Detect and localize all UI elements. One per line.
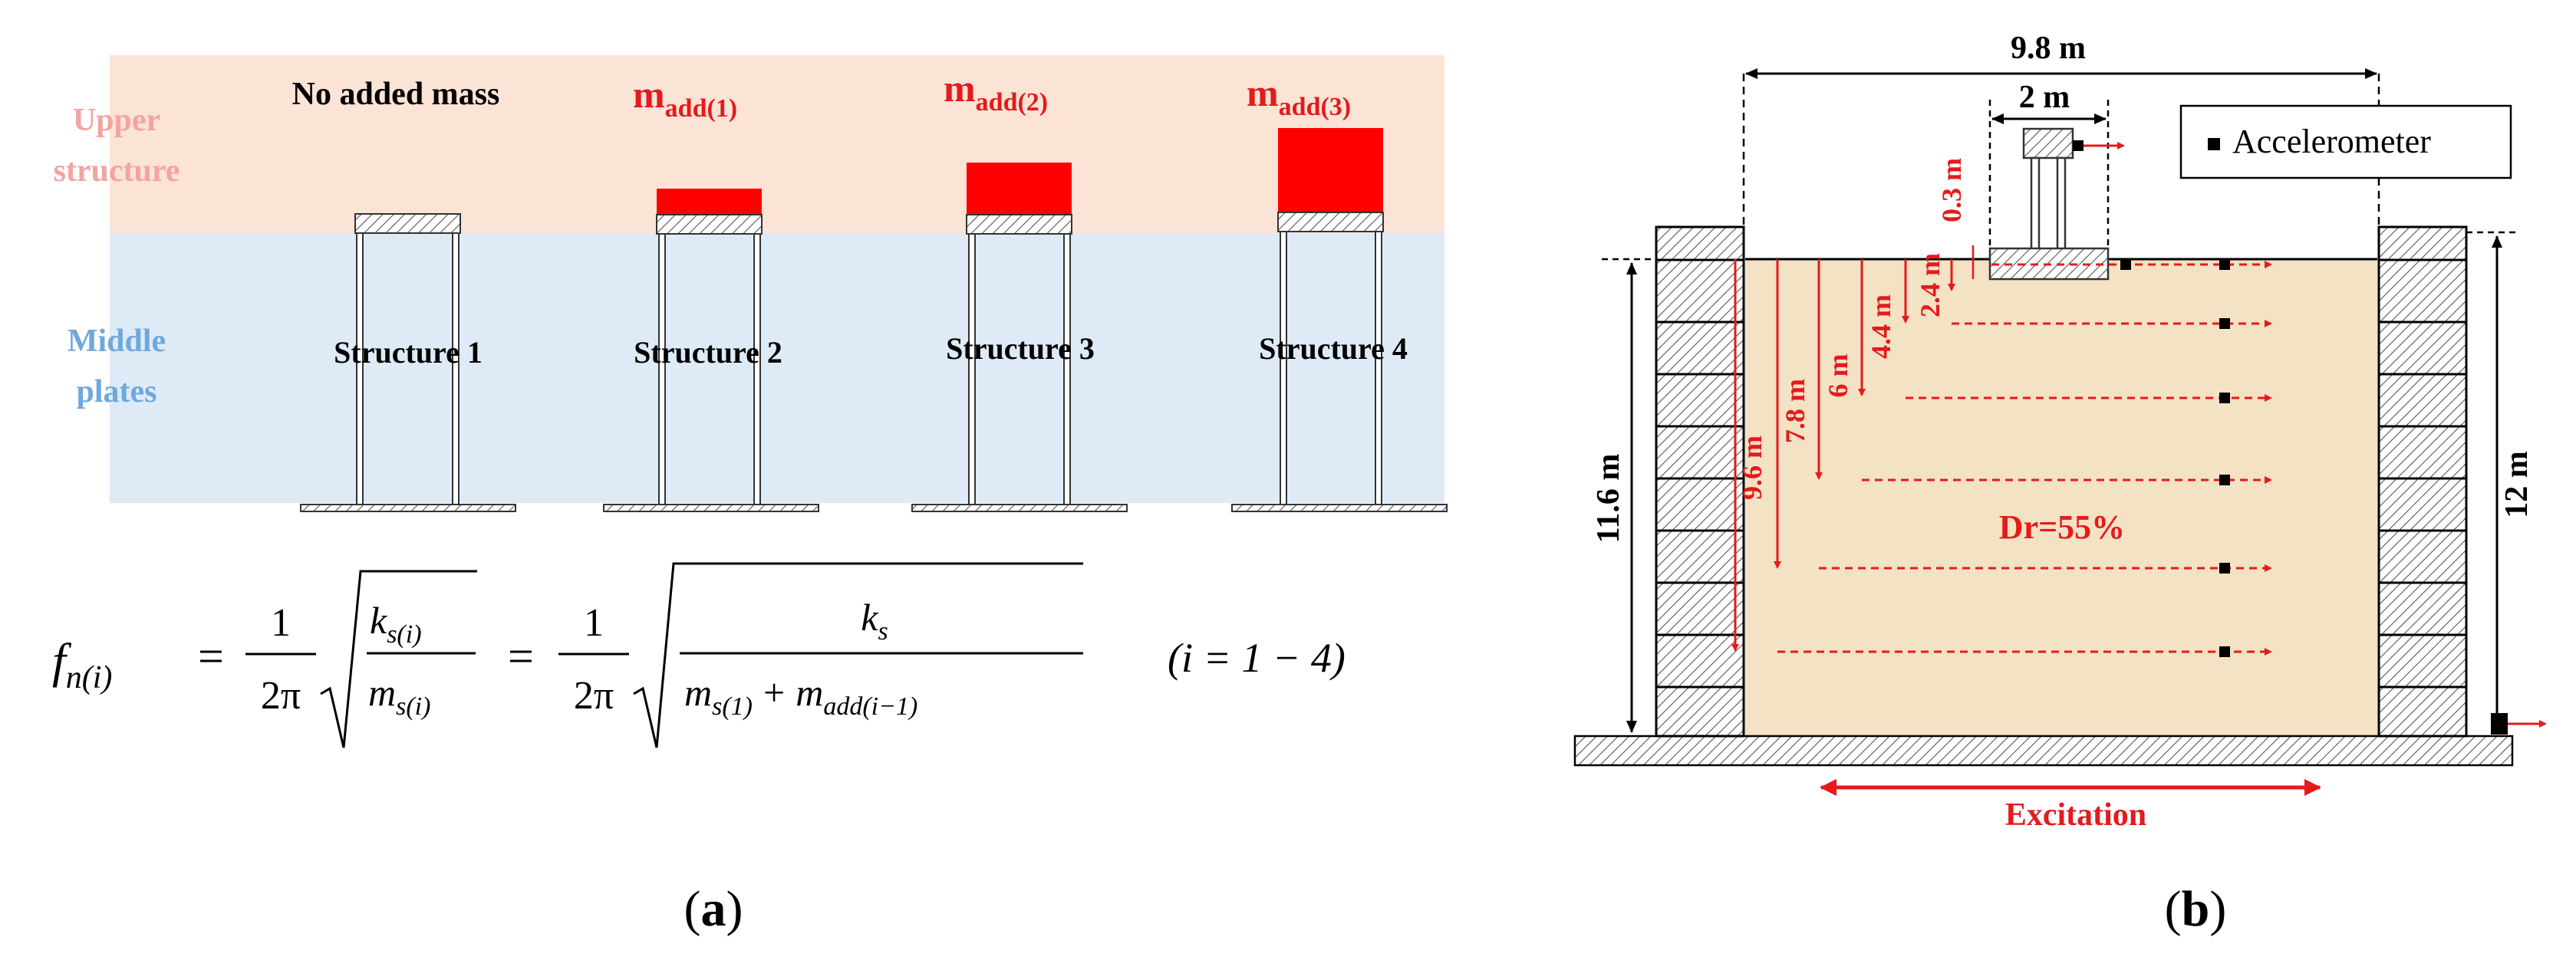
sqrt-sign-1 [320,570,477,748]
m-add-1-label: madd(1) [633,73,737,123]
excitation-label: Excitation [2005,797,2146,833]
footing-label: 0.3 m [1936,158,1967,222]
structure-4-label: Structure 4 [1259,331,1408,366]
formula-two-pi-2: 2π [574,674,614,718]
legend: Accelerometer [2179,104,2512,179]
base-plate [1231,504,1448,512]
formula-k-s: ks [861,596,888,646]
top-plate [1277,212,1384,232]
m-add-3-label: madd(3) [1247,71,1351,121]
column-left [1280,231,1287,505]
caption-b: (b) [2165,881,2227,937]
formula-one-2: 1 [584,601,604,645]
accelerometer-rows [1777,259,2272,657]
accelerometer-base [2491,713,2508,735]
structure-4: madd(3) Structure 4 [1231,71,1448,512]
width-label: 9.8 m [2011,31,2086,66]
structure-2: madd(1) Structure 2 [603,73,819,512]
structure-width-label: 2 m [2019,80,2070,115]
added-mass-2 [967,163,1072,215]
formula-two-pi-1: 2π [261,674,301,718]
middle-plates-label-2: plates [77,374,157,409]
no-added-mass-label: No added mass [292,77,500,112]
base-plate [911,504,1128,512]
column-right [1063,233,1071,505]
formula-one-1: 1 [271,601,291,645]
middle-plates-label-1: Middle [68,324,166,359]
accelerometer-structure [2073,140,2084,151]
caption-a: (a) [684,881,743,937]
upper-structure-label-2: structure [54,153,180,189]
legend-label: Accelerometer [2232,123,2431,160]
panel-a: Upper structure Middle plates No added m… [52,55,1448,937]
base-plate [603,504,819,512]
structure-1: No added mass Structure 1 [292,77,516,512]
container-wall-right [2377,225,2468,738]
added-mass-1 [657,189,762,215]
formula-lhs: fn(i) [52,633,112,695]
relative-density-label: Dr=55% [1999,508,2125,546]
formula-range: (i = 1 − 4) [1168,635,1346,681]
container-base [1573,735,2514,767]
depth-indicators [1731,259,1955,652]
structure-3: madd(2) Structure 3 [911,67,1128,512]
model-structure [1988,100,2110,281]
top-plate [354,213,461,234]
legend-marker [2208,138,2220,150]
formula-k-si: ks(i) [370,599,422,649]
added-mass-3 [1278,128,1383,212]
formula-eq-2: = [508,631,534,682]
panel-b: 9.8 m 2 m 0.3 m 2.4 m 4.4 m 6 m [1573,31,2547,937]
depth-label-2-4: 2.4 m [1915,253,1945,317]
depth-label-9-6: 9.6 m [1737,436,1767,500]
natural-frequency-formula: fn(i) = 1 2π ks(i) ms(i) = 1 2π ks ms(1)… [52,562,1346,748]
middle-plates-band [110,233,1444,503]
structure-2-label: Structure 2 [634,335,782,370]
formula-eq-1: = [198,631,224,682]
soil-body [1745,259,2377,736]
top-plate [966,214,1072,235]
structure-1-label: Structure 1 [334,335,483,370]
depth-label-4-4: 4.4 m [1866,294,1896,359]
top-plate [656,214,763,235]
container-wall-left [1655,225,1745,738]
formula-m-si: ms(i) [368,671,430,721]
m-add-2-label: madd(2) [944,67,1048,117]
depth-label-6: 6 m [1823,354,1853,398]
upper-structure-label-1: Upper [73,103,160,138]
column-left [968,233,976,505]
base-plate [300,504,516,512]
sqrt-sign-2 [633,562,1083,748]
column-right [1375,231,1382,505]
formula-denominator: ms(1)+madd(i−1) [684,671,917,721]
depth-left-label: 11.6 m [1591,454,1626,544]
depth-right-label: 12 m [2499,451,2535,518]
upper-structure-band [110,55,1444,233]
structure-3-label: Structure 3 [946,331,1095,366]
depth-label-7-8: 7.8 m [1780,379,1810,443]
